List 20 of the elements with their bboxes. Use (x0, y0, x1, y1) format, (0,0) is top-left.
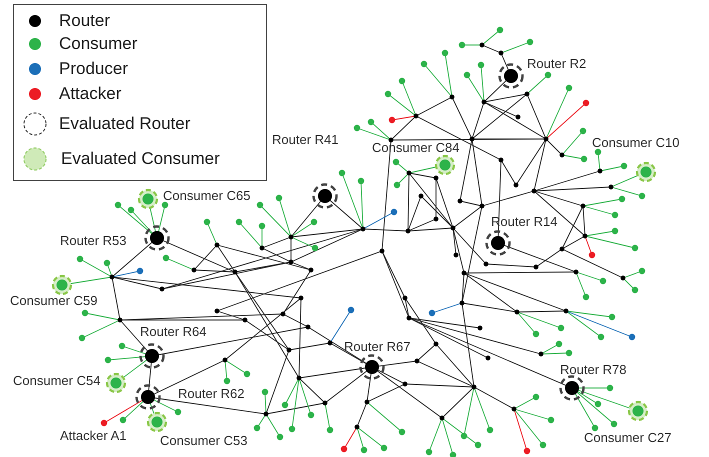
legend-label: Evaluated Router (59, 114, 190, 134)
legend-label: Consumer (59, 34, 138, 54)
node-label: Router R53 (60, 233, 126, 248)
node-label: Attacker A1 (60, 428, 126, 443)
node-label: Router R67 (344, 339, 410, 354)
node-label: Consumer C10 (592, 135, 680, 150)
node-label: Consumer C59 (10, 293, 98, 308)
node-label: Router R62 (178, 386, 244, 401)
legend-label: Producer (59, 59, 128, 79)
legend-label: Attacker (59, 84, 122, 104)
node-label: Router R64 (140, 324, 206, 339)
node-label: Router R78 (560, 362, 626, 377)
node-label: Router R41 (272, 132, 338, 147)
node-label: Consumer C65 (163, 188, 250, 203)
node-label: Consumer C53 (160, 433, 248, 448)
node-label: Consumer C27 (584, 430, 672, 445)
node-label: Consumer C54 (13, 373, 100, 388)
legend-label: Router (59, 11, 110, 31)
node-label: Router R2 (527, 56, 586, 71)
legend-label: Evaluated Consumer (61, 149, 220, 169)
